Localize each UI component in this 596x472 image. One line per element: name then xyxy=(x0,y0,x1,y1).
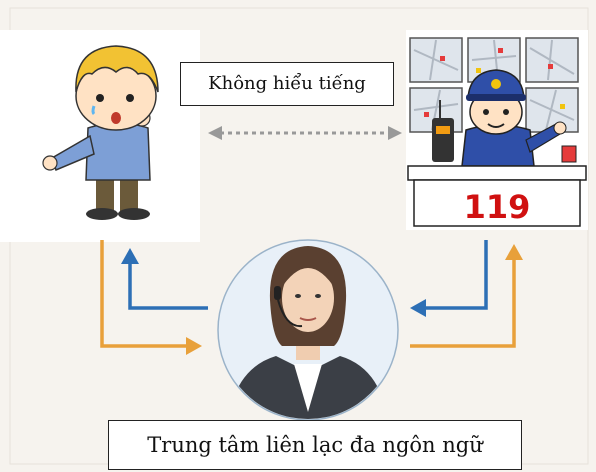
dashed-double-arrow-icon xyxy=(208,126,402,140)
desk-number: 119 xyxy=(464,188,531,226)
blue-arrow-left xyxy=(121,248,208,310)
operator-headset-icon xyxy=(217,239,399,421)
multilingual-center-label: Trung tâm liên lạc đa ngôn ngữ xyxy=(108,420,522,470)
orange-arrow-left xyxy=(100,240,202,355)
orange-arrow-right xyxy=(410,244,523,348)
blue-arrow-right xyxy=(410,240,488,317)
language-barrier-label: Không hiểu tiếng xyxy=(180,62,394,106)
police-dispatcher-icon xyxy=(406,30,588,230)
caller-boy-icon xyxy=(0,30,200,242)
